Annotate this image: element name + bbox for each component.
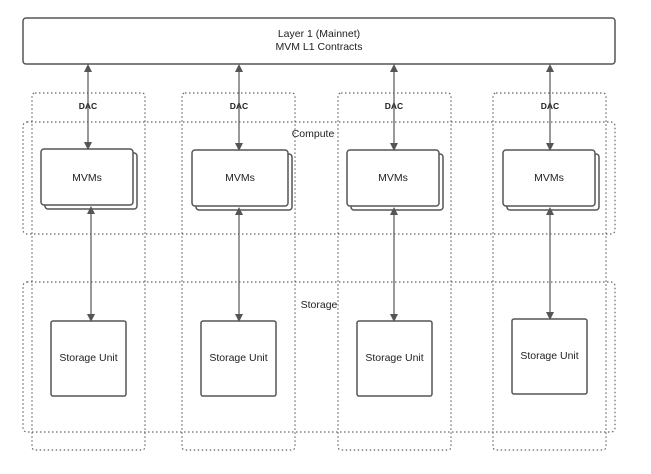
column-1: DAC MVMs Storage Unit <box>31 64 146 451</box>
storage-unit-box: Storage Unit <box>200 320 277 397</box>
storage-unit-box: Storage Unit <box>511 318 588 395</box>
column-2: DAC MVMs Storage Unit <box>181 64 296 451</box>
storage-unit-label: Storage Unit <box>59 352 117 364</box>
mvm-stack: MVMs <box>346 149 444 211</box>
storage-unit-label: Storage Unit <box>209 352 267 364</box>
mvm-label: MVMs <box>225 172 255 184</box>
layer1-title: Layer 1 (Mainnet) <box>278 28 360 40</box>
layer1-subtitle: MVM L1 Contracts <box>276 41 363 53</box>
storage-unit-box: Storage Unit <box>50 320 127 397</box>
mvm-label: MVMs <box>72 172 102 184</box>
storage-unit-box: Storage Unit <box>356 320 433 397</box>
mvm-stack: MVMs <box>191 149 293 211</box>
compute-region: Compute <box>22 121 616 235</box>
compute-label: Compute <box>292 128 335 140</box>
mvm-label: MVMs <box>378 172 408 184</box>
storage-unit-label: Storage Unit <box>365 352 423 364</box>
mvm-stack: MVMs <box>502 149 600 211</box>
storage-region: Storage <box>22 281 616 433</box>
layer1-box: Layer 1 (Mainnet) MVM L1 Contracts <box>22 17 616 65</box>
column-3: DAC MVMs Storage Unit <box>337 64 452 451</box>
mvm-label: MVMs <box>534 172 564 184</box>
storage-label: Storage <box>301 299 338 311</box>
mvm-stack: MVMs <box>40 148 138 210</box>
column-4: DAC MVMs Storage Unit <box>492 64 607 451</box>
storage-unit-label: Storage Unit <box>520 350 578 362</box>
